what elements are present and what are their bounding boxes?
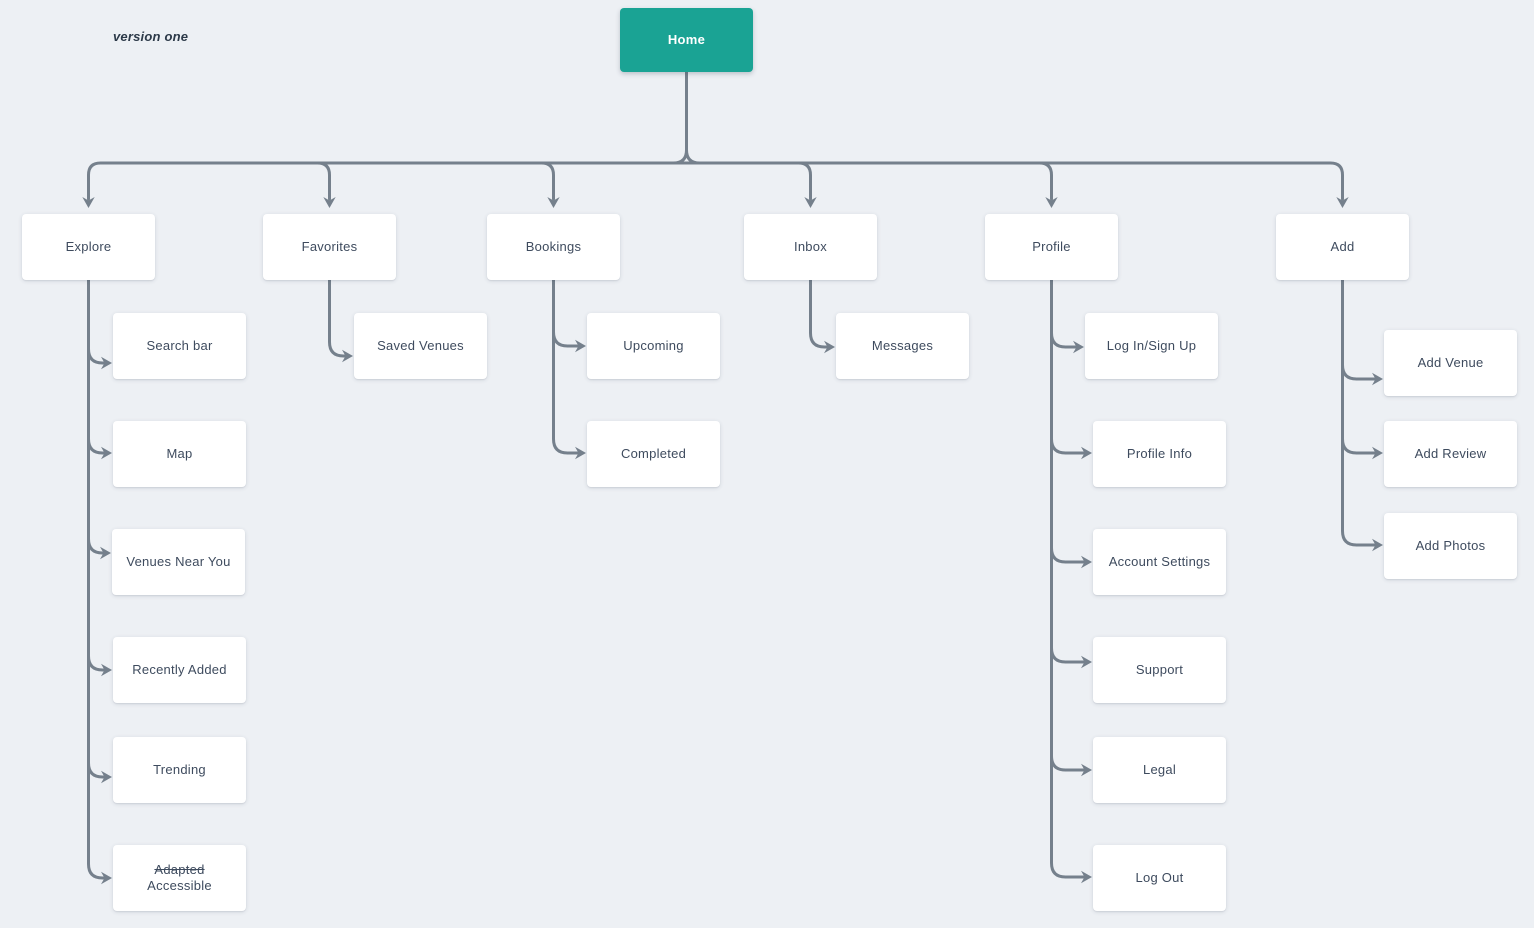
node-search-bar[interactable]: Search bar (113, 313, 246, 379)
node-label: Legal (1142, 762, 1177, 777)
node-log-out[interactable]: Log Out (1093, 845, 1226, 911)
node-add-review[interactable]: Add Review (1384, 421, 1517, 487)
node-trending[interactable]: Trending (113, 737, 246, 803)
node-label: Trending (153, 762, 206, 777)
node-label: Explore (65, 239, 112, 254)
node-label: Log In/Sign Up (1106, 338, 1197, 353)
node-recently-added[interactable]: Recently Added (113, 637, 246, 703)
node-add-photos[interactable]: Add Photos (1384, 513, 1517, 579)
node-label: Support (1135, 662, 1184, 677)
node-label: Add Venue (1417, 355, 1484, 370)
node-label: Adapted (154, 862, 205, 877)
node-label: Add Photos (1415, 538, 1486, 553)
node-add[interactable]: Add (1276, 214, 1409, 280)
node-home[interactable]: Home (620, 8, 753, 72)
node-label: Profile (1032, 239, 1071, 254)
node-log-in-sign-up[interactable]: Log In/Sign Up (1085, 313, 1218, 379)
node-label: Search bar (146, 338, 213, 353)
node-legal[interactable]: Legal (1093, 737, 1226, 803)
node-label: Upcoming (623, 338, 684, 353)
node-label: Log Out (1135, 870, 1184, 885)
node-label: Recently Added (132, 662, 227, 677)
node-explore[interactable]: Explore (22, 214, 155, 280)
version-label: version one (113, 29, 189, 44)
node-favorites[interactable]: Favorites (263, 214, 396, 280)
node-label: Favorites (301, 239, 358, 254)
node-venues-near-you[interactable]: Venues Near You (112, 529, 245, 595)
node-label: Account Settings (1108, 554, 1211, 569)
node-label: Map (166, 446, 193, 461)
node-profile[interactable]: Profile (985, 214, 1118, 280)
node-upcoming[interactable]: Upcoming (587, 313, 720, 379)
node-completed[interactable]: Completed (587, 421, 720, 487)
node-label: Accessible (147, 878, 212, 893)
node-account-settings[interactable]: Account Settings (1093, 529, 1226, 595)
node-label: Add (1330, 239, 1355, 254)
node-label: Saved Venues (377, 338, 464, 353)
node-label: Completed (620, 446, 687, 461)
node-add-venue[interactable]: Add Venue (1384, 330, 1517, 396)
node-inbox[interactable]: Inbox (744, 214, 877, 280)
node-label: Home (667, 32, 706, 47)
node-label: Inbox (793, 239, 828, 254)
node-label: Profile Info (1126, 446, 1193, 461)
node-messages[interactable]: Messages (836, 313, 969, 379)
node-label: Add Review (1414, 446, 1487, 461)
node-map[interactable]: Map (113, 421, 246, 487)
node-support[interactable]: Support (1093, 637, 1226, 703)
node-bookings[interactable]: Bookings (487, 214, 620, 280)
node-label: Messages (871, 338, 934, 353)
node-label: Venues Near You (126, 554, 231, 569)
node-label: Bookings (525, 239, 582, 254)
node-saved-venues[interactable]: Saved Venues (354, 313, 487, 379)
node-profile-info[interactable]: Profile Info (1093, 421, 1226, 487)
